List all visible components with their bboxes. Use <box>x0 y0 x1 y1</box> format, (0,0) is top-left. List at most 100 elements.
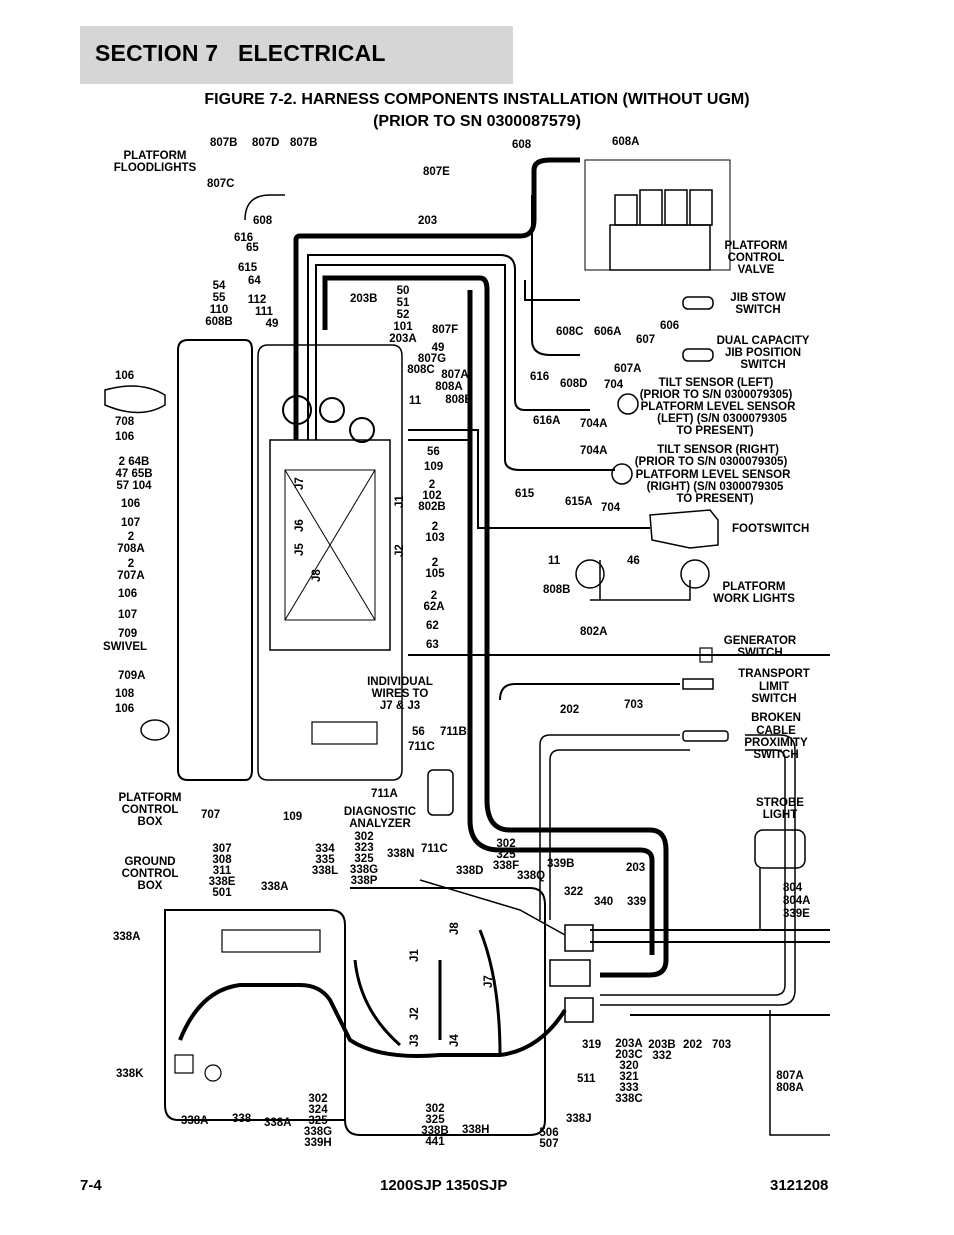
callout-606a: 606A <box>594 326 622 338</box>
callout-group-334: 338L <box>312 865 338 877</box>
callout-group-334: 335 <box>315 854 335 866</box>
callout-tilt-right: (RIGHT) (S/N 0300079305 <box>647 481 784 493</box>
callout-group-307: 307 <box>212 843 231 855</box>
callout-group-302d: 338B <box>421 1125 449 1137</box>
callout-56: 56 <box>412 726 425 738</box>
callout-56: 56 <box>427 446 440 458</box>
callout-footswitch: FOOTSWITCH <box>732 523 809 535</box>
connector-j8: J8 <box>311 569 323 582</box>
callout-group-2-62a: 2 <box>431 590 437 602</box>
callout-broken-cable: CABLE <box>756 725 796 737</box>
callout-group-112: 49 <box>266 318 279 330</box>
callout-tilt-right: PLATFORM LEVEL SENSOR <box>636 469 792 481</box>
callout-group-302b: 325 <box>496 849 516 861</box>
ground-control-box <box>164 879 594 1136</box>
callout-group-2-707a: 2 <box>128 558 134 570</box>
callout-platform-control-box: PLATFORM <box>118 792 181 804</box>
platform-harness-wires <box>244 157 830 1136</box>
callout-11: 11 <box>409 395 422 407</box>
callout-338h: 338H <box>462 1124 490 1136</box>
callout-608: 608 <box>253 215 273 227</box>
callout-106: 106 <box>115 370 134 382</box>
callout-diagnostic-analyzer: ANALYZER <box>349 818 411 830</box>
callout-group-302c: 325 <box>308 1115 328 1127</box>
callout-group-307: 501 <box>212 887 232 899</box>
callout-322: 322 <box>564 886 583 898</box>
callout-strobe-light: STROBE <box>756 797 804 809</box>
callout-607a: 607A <box>614 363 642 375</box>
callout-tilt-left: TO PRESENT) <box>676 425 753 437</box>
callout-338k: 338K <box>116 1068 144 1080</box>
callout-63: 63 <box>426 639 439 651</box>
callout-703: 703 <box>712 1039 731 1051</box>
callout-608d: 608D <box>560 378 588 390</box>
callout-704: 704 <box>601 502 621 514</box>
connector-j1: J1 <box>394 495 406 508</box>
callout-group-804: 339E <box>783 908 810 920</box>
callout-340: 340 <box>594 896 613 908</box>
callout-group-2-103: 2 <box>432 521 438 533</box>
callout-group-203b: 203B <box>648 1039 676 1051</box>
callout-group-2-62a: 62A <box>423 601 444 613</box>
callout-106: 106 <box>115 431 134 443</box>
callout-tilt-right: (PRIOR TO S/N 0300079305) <box>635 456 788 468</box>
callout-diagnostic-analyzer: DIAGNOSTIC <box>344 806 416 818</box>
connector-j7: J7 <box>294 477 306 490</box>
footer-doc-number: 3121208 <box>770 1177 829 1194</box>
callout-platform-control-valve: CONTROL <box>728 252 785 264</box>
callout-615a: 615A <box>565 496 593 508</box>
callout-group-2-105: 2 <box>432 557 438 569</box>
callout-group-112: 112 <box>248 294 267 306</box>
callout-dual-capacity: SWITCH <box>740 359 785 371</box>
callout-group-203a: 203C <box>615 1049 643 1061</box>
callout-group-54: 110 <box>210 304 229 316</box>
callout-group-203a: 321 <box>619 1071 639 1083</box>
callout-106: 106 <box>115 703 134 715</box>
callout-group-49: 807G <box>418 353 446 365</box>
callout-group-2-64b: 47 65B <box>115 468 152 480</box>
callout-711b: 711B <box>440 726 467 738</box>
callout-group-302c: 338G <box>304 1126 332 1138</box>
callout-46: 46 <box>627 555 640 567</box>
callout-group-203a: 203A <box>615 1038 643 1050</box>
callout-109: 109 <box>424 461 443 473</box>
callout-group-302d: 441 <box>425 1136 445 1148</box>
callout-807e: 807E <box>423 166 450 178</box>
callout-group-2-64b: 2 64B <box>119 456 150 468</box>
callout-group-807a: 808A <box>776 1082 804 1094</box>
callout-group-203a: 338C <box>615 1093 643 1105</box>
callout-708: 708 <box>115 416 135 428</box>
callout-202: 202 <box>560 704 579 716</box>
callout-group-302d: 302 <box>425 1103 444 1115</box>
callout-group-54: 608B <box>205 316 233 328</box>
callout-319: 319 <box>582 1039 601 1051</box>
callout-group-302d: 325 <box>425 1114 445 1126</box>
callout-group-49: 808C <box>407 364 435 376</box>
callout-group-2-105: 105 <box>425 568 445 580</box>
callout-group-807a: 808A <box>435 381 463 393</box>
callout-704a: 704A <box>580 418 608 430</box>
callout-group-203b: 332 <box>652 1050 671 1062</box>
callout-individual-wires: J7 & J3 <box>380 700 420 712</box>
footer-page-number: 7-4 <box>80 1177 102 1194</box>
callout-707: 707 <box>201 809 220 821</box>
callout-group-302a: 323 <box>354 842 373 854</box>
callout-labels: 807B 807D 807B 807C PLATFORM FLOODLIGHTS… <box>103 136 811 1150</box>
figure-title-line2: (PRIOR TO SN 0300087579) <box>373 113 581 130</box>
callout-dual-capacity: JIB POSITION <box>725 347 801 359</box>
connector-j2: J2 <box>394 544 406 557</box>
callout-group-50: 51 <box>397 297 410 309</box>
callout-608c: 608C <box>556 326 584 338</box>
callout-transport-limit: LIMIT <box>759 681 789 693</box>
callout-tilt-right: TO PRESENT) <box>676 493 753 505</box>
figure-title-line1: FIGURE 7-2. HARNESS COMPONENTS INSTALLAT… <box>204 91 750 108</box>
callout-individual-wires: INDIVIDUAL <box>367 676 433 688</box>
callout-338q: 338Q <box>517 870 545 882</box>
callout-group-49: 49 <box>432 342 445 354</box>
callout-platform-floodlights: FLOODLIGHTS <box>114 162 197 174</box>
callout-group-804: 804 <box>783 882 803 894</box>
callout-339: 339 <box>627 896 646 908</box>
callout-11: 11 <box>548 555 561 567</box>
callout-platform-control-box: BOX <box>138 816 163 828</box>
callout-64: 64 <box>248 275 261 287</box>
